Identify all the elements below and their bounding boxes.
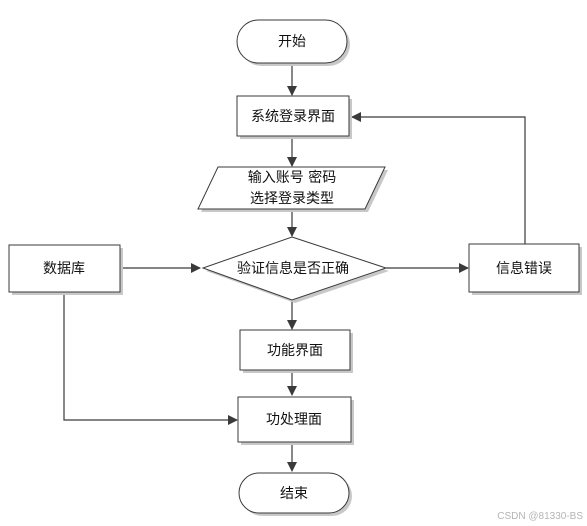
edge-error-to-login	[351, 112, 526, 244]
process-label: 功处理面	[266, 412, 322, 428]
watermark-text: CSDN @81330-BS	[497, 511, 583, 522]
login-ui-node: 系统登录界面	[236, 95, 352, 139]
login-ui-label: 系统登录界面	[251, 109, 335, 125]
database-node: 数据库	[8, 244, 123, 295]
function-ui-node: 功能界面	[239, 329, 353, 373]
end-node: 结束	[238, 472, 352, 516]
end-label: 结束	[280, 486, 308, 502]
edge-database-to-process	[63, 292, 238, 425]
input-label-line2: 选择登录类型	[250, 191, 334, 207]
verify-node: 验证信息是否正确	[201, 236, 389, 303]
process-node: 功处理面	[237, 396, 354, 445]
error-label: 信息错误	[496, 260, 552, 277]
database-label: 数据库	[43, 261, 85, 277]
function-ui-label: 功能界面	[267, 343, 323, 359]
error-node: 信息错误	[468, 243, 582, 295]
input-node: 输入账号 密码 选择登录类型	[197, 166, 388, 212]
verify-label: 验证信息是否正确	[237, 260, 349, 277]
start-node: 开始	[236, 19, 350, 66]
input-label-line1: 输入账号 密码	[248, 169, 336, 186]
start-label: 开始	[278, 34, 306, 50]
